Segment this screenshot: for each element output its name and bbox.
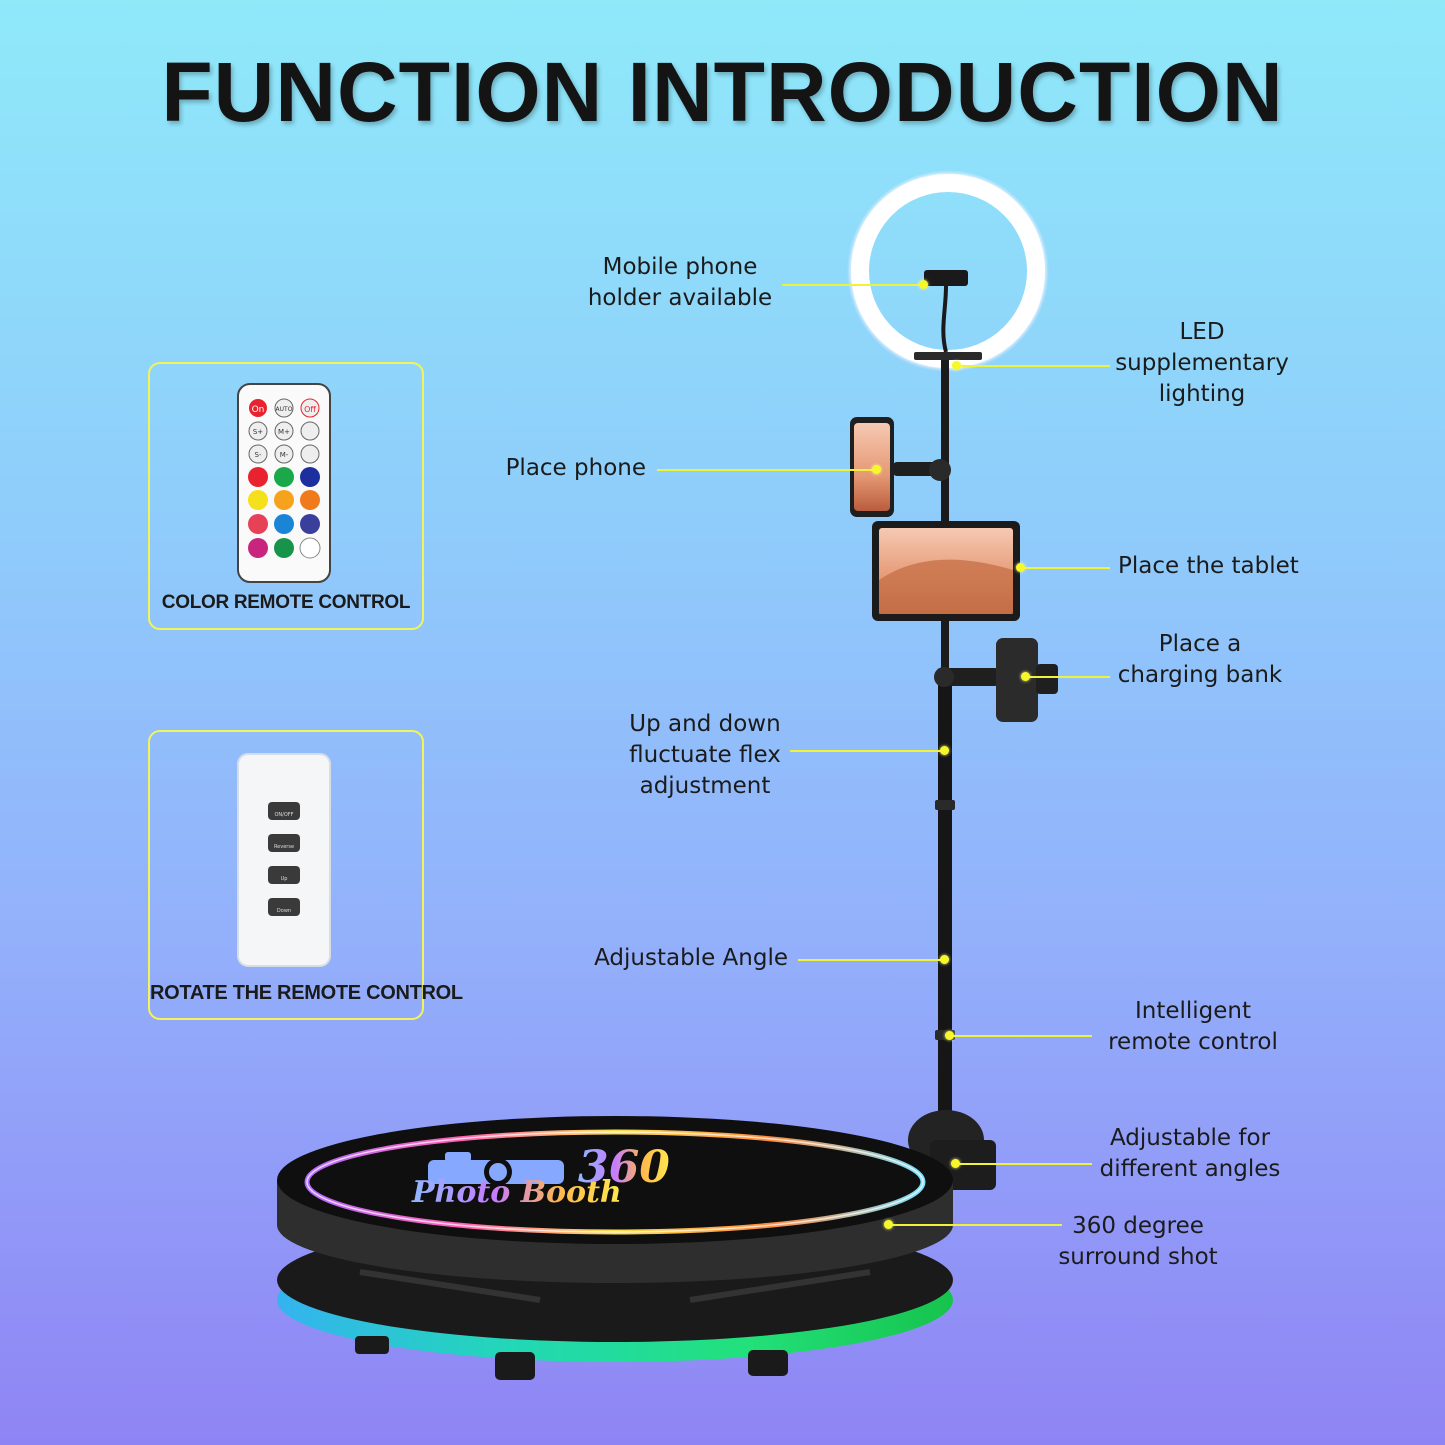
color-remote-caption: COLOR REMOTE CONTROL [161, 592, 411, 613]
callout-line-angles [956, 1163, 1092, 1165]
callout-dot-surround [884, 1220, 893, 1229]
platform-logo-number: 360 [578, 1142, 670, 1193]
platform-logo-text: Photo Booth [411, 1175, 622, 1210]
label-tablet: Place the tablet [1118, 553, 1299, 579]
label-phone-holder: Mobile phone holder available [587, 254, 773, 311]
callout-line-flex [790, 750, 942, 752]
svg-text:Off: Off [304, 405, 316, 414]
label-led: LED supplementary lighting [1115, 319, 1289, 407]
label-charging: Place a charging bank [1117, 631, 1283, 688]
svg-text:Up: Up [281, 876, 288, 882]
callout-dot-led [952, 361, 961, 370]
svg-text:S-: S- [255, 451, 262, 459]
pole-lower [938, 680, 952, 1120]
label-surround: 360 degree surround shot [1058, 1213, 1218, 1270]
pole-upper [941, 360, 949, 680]
phone-clamp-icon [924, 270, 968, 286]
callout-dot-place-phone [872, 465, 881, 474]
label-remote: Intelligent remote control [1108, 998, 1278, 1055]
callout-line-surround [890, 1224, 1062, 1226]
label-flex: Up and down fluctuate flex adjustment [629, 711, 781, 799]
label-angle: Adjustable Angle [594, 945, 788, 971]
rotate-remote-caption: ROTATE THE REMOTE CONTROL [150, 982, 463, 1004]
color-remote-panel: COLOR REMOTE CONTROL [148, 362, 424, 630]
svg-text:Down: Down [277, 908, 291, 914]
rotate-remote-image: ON/OFF Reverse Up Down [237, 753, 331, 967]
platform-top [277, 1116, 953, 1244]
svg-text:On: On [252, 405, 265, 415]
power-bank-icon [996, 638, 1038, 722]
callout-line-charging [1028, 676, 1110, 678]
callout-dot-phone-holder [919, 280, 928, 289]
callout-line-phone-holder [782, 284, 924, 286]
svg-text:AUTO: AUTO [276, 406, 293, 413]
camera-logo-icon [428, 1152, 564, 1186]
callout-dot-angle [940, 955, 949, 964]
callout-line-tablet [1022, 567, 1110, 569]
callout-line-angle [798, 959, 942, 961]
callout-line-led [958, 365, 1110, 367]
callout-dot-charging [1021, 672, 1030, 681]
svg-text:Reverse: Reverse [274, 844, 294, 850]
label-angles: Adjustable for different angles [1099, 1125, 1281, 1182]
svg-text:S+: S+ [253, 428, 263, 436]
callout-dot-tablet [1016, 563, 1025, 572]
svg-text:M+: M+ [278, 428, 290, 436]
callout-line-remote [950, 1035, 1092, 1037]
callout-dot-remote [945, 1031, 954, 1040]
svg-text:ON/OFF: ON/OFF [274, 812, 293, 818]
svg-text:M-: M- [280, 451, 289, 459]
color-remote-image: On AUTO Off S+ M+ S- M- [237, 383, 331, 583]
callout-dot-flex [940, 746, 949, 755]
callout-line-place-phone [657, 469, 875, 471]
rotate-remote-panel: ROTATE THE REMOTE CONTROL [148, 730, 463, 1020]
label-place-phone: Place phone [505, 455, 646, 481]
callout-dot-angles [951, 1159, 960, 1168]
page-title: FUNCTION INTRODUCTION [161, 45, 1284, 139]
